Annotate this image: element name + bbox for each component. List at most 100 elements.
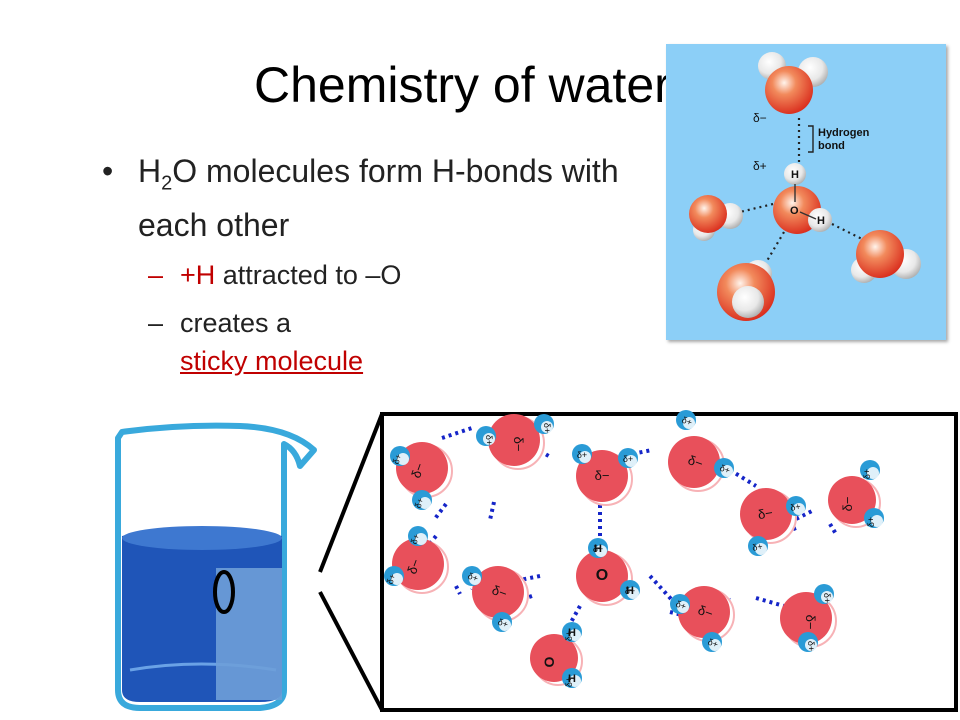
delta-plus-label: δ+ <box>753 159 767 173</box>
bullet-marker: • <box>102 153 114 189</box>
atom-h-label: H <box>817 215 825 227</box>
hydrogen-highlight <box>709 639 721 651</box>
water-surface <box>122 526 282 550</box>
center-hydrogen-label: H <box>626 585 634 597</box>
delta-plus-label: δ+ <box>625 586 635 596</box>
delta-plus-label: δ+ <box>752 541 764 553</box>
delta-plus-label: δ+ <box>706 637 719 650</box>
water-network-diagram: δ+ δ+ δ− δ+ δ+ δ− δ+ δ+ δ− δ+ δ+ δ− δ+ δ+ δ− δ+ δ+ δ− δ+ δ+… <box>318 410 958 712</box>
oxygen-atom <box>576 450 628 502</box>
bullet-subscript-2: 2 <box>161 172 173 195</box>
subbullet-highlight: +H <box>180 260 216 291</box>
zoom-line-top <box>318 413 384 573</box>
bullet-text-h: H <box>138 153 162 189</box>
oxygen-atom <box>392 538 444 590</box>
oxygen-atom <box>668 436 720 488</box>
oxygen-atom <box>740 488 792 540</box>
hydrogen-label: Hydrogen <box>818 127 870 139</box>
delta-plus-label: δ+ <box>484 435 494 445</box>
hydrogen-highlight <box>625 455 637 467</box>
bracket-mark <box>808 125 814 153</box>
delta-plus-label: δ+ <box>866 517 876 527</box>
delta-plus-label: δ+ <box>680 415 693 428</box>
water-molecule-network: δ+ δ+ δ− δ+ δ+ δ− δ+ δ+ δ− δ+ δ+ δ− δ+ δ+ δ− δ+ δ+ δ− δ+ δ+… <box>384 410 884 688</box>
delta-minus-label: δ− <box>408 461 427 480</box>
delta-minus-label: δ− <box>511 437 526 452</box>
subbullet-marker: – <box>148 260 164 291</box>
zoom-line-bottom <box>318 591 384 711</box>
hydrogen-highlight <box>541 421 553 433</box>
hydrogen-highlight <box>499 619 511 631</box>
atom-o-label: O <box>790 205 799 217</box>
lower-hydrogen-label: H <box>568 673 576 685</box>
hydrogen-highlight <box>579 451 591 463</box>
bullet-h2o: • H2O molecules form H-bonds with each o… <box>102 150 662 246</box>
zoom-lens <box>213 570 235 614</box>
hydrogen-bond-line <box>509 574 541 584</box>
subbullet-sticky: – creates a sticky molecule <box>102 304 662 380</box>
hydrogen-bond-line <box>525 594 533 600</box>
delta-plus-label: δ+ <box>466 571 479 584</box>
delta-plus-label: δ+ <box>822 593 832 603</box>
hydrogen-highlight <box>415 533 427 545</box>
hydrogen-bond-line <box>488 501 496 521</box>
hydrogen-bond-line <box>739 202 774 214</box>
delta-plus-label: δ+ <box>674 599 687 612</box>
delta-minus-label: δ− <box>753 111 767 125</box>
delta-minus-label: δ− <box>696 602 715 621</box>
hydrogen-atom <box>732 286 764 318</box>
delta-plus-label: δ+ <box>413 496 426 509</box>
hydrogen-bond-line <box>789 508 815 524</box>
hydrogen-atom-center-top <box>784 163 806 185</box>
bullet-text-rest: O molecules form H-bonds with each other <box>138 153 619 244</box>
bullet-list: • H2O molecules form H-bonds with each o… <box>102 150 662 380</box>
hydrogen-highlight <box>469 573 481 585</box>
delta-plus-label: δ+ <box>385 572 398 585</box>
subbullet-text: attracted to –O <box>215 260 402 291</box>
hydrogen-highlight <box>595 545 607 557</box>
hydrogen-highlight <box>867 467 879 479</box>
oxygen-atom <box>765 66 813 114</box>
delta-plus-label: δ+ <box>718 463 731 476</box>
center-hydrogen-label: H <box>594 543 602 555</box>
hydrogen-bond-line <box>828 522 838 536</box>
beaker-illustration <box>115 422 317 711</box>
slide-title: Chemistry of water <box>254 57 671 113</box>
hydrogen-highlight <box>871 515 883 527</box>
hydrogen-highlight <box>821 591 833 603</box>
hydrogen-bond-line <box>454 585 462 595</box>
delta-minus-label: δ− <box>490 582 509 601</box>
hydrogen-highlight <box>755 543 767 555</box>
delta-minus-label: δ− <box>757 505 774 522</box>
hydrogen-bond-line <box>426 534 438 548</box>
delta-minus-label: δ− <box>803 615 818 630</box>
oxygen-atom <box>780 592 832 644</box>
hydrogen-highlight <box>683 417 695 429</box>
oxygen-atom <box>689 195 727 233</box>
delta-plus-label: δ+ <box>790 501 802 513</box>
subbullet-marker: – <box>148 308 164 339</box>
hydrogen-highlight <box>721 465 733 477</box>
hydrogen-atom-center-right <box>808 208 832 232</box>
delta-plus-label: δ+ <box>806 641 816 651</box>
hydrogen-bond-line <box>648 574 674 602</box>
delta-plus-label: δ+ <box>593 544 603 554</box>
hydrogen-highlight <box>419 497 431 509</box>
hydrogen-highlight <box>569 675 581 687</box>
hydrogen-bond-line <box>441 426 473 440</box>
hydrogen-highlight <box>805 639 817 651</box>
delta-plus-label: δ+ <box>496 617 509 630</box>
subbullet-attracted: – +H attracted to –O <box>102 256 662 294</box>
delta-minus-label: δ− <box>840 497 855 512</box>
hydrogen-highlight <box>677 601 689 613</box>
hydrogen-bond-line <box>763 231 785 267</box>
atom-h-label: H <box>791 169 799 181</box>
delta-minus-label: δ− <box>404 557 423 576</box>
bond-label: bond <box>818 140 845 152</box>
delta-plus-label: δ+ <box>862 469 872 479</box>
sticky-molecule-link[interactable]: sticky molecule <box>180 346 364 377</box>
delta-minus-label: δ− <box>595 468 610 483</box>
lower-hydrogen-label: H <box>568 627 576 639</box>
delta-plus-label: δ+ <box>623 454 633 464</box>
